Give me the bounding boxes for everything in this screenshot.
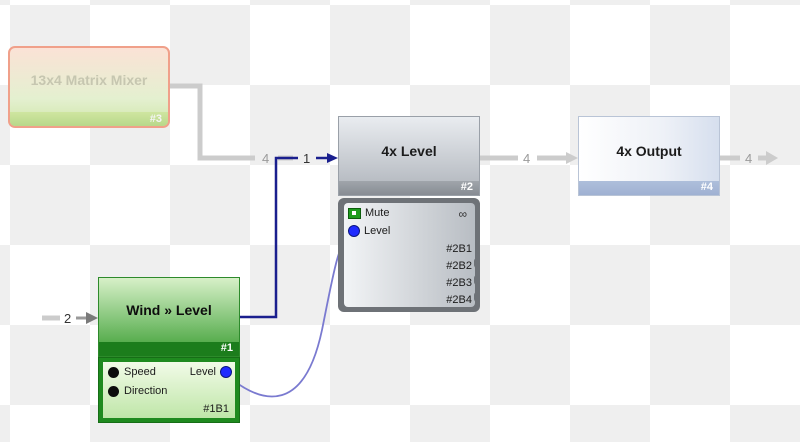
output-port-notch xyxy=(474,275,479,285)
level-output-3[interactable]: #2B3 xyxy=(446,277,472,289)
arrow-wind-to-level xyxy=(327,153,338,163)
mixer-number: #3 xyxy=(149,113,162,125)
output-number: #4 xyxy=(700,181,713,193)
level-param-panel-body: Mute ∞ Level #2B1 #2B2 #2B3 #2B4 xyxy=(344,203,479,307)
level-param-label: Level xyxy=(364,225,391,237)
output-title: 4x Output xyxy=(616,143,682,159)
wind-output-1[interactable]: #1B1 xyxy=(203,403,229,415)
wind-param-direction[interactable]: Direction xyxy=(108,385,167,397)
mixer-title: 13x4 Matrix Mixer xyxy=(30,72,148,88)
wind-level-node[interactable]: Wind » Level #1 xyxy=(98,277,240,357)
level-to-output-count: 4 xyxy=(523,151,530,166)
level-param-panel: Mute ∞ Level #2B1 #2B2 #2B3 #2B4 xyxy=(338,198,480,312)
link-icon[interactable]: ∞ xyxy=(458,207,467,221)
blue-port-dot-icon[interactable] xyxy=(220,366,232,378)
level-output-2[interactable]: #2B2 xyxy=(446,260,472,272)
output-footer xyxy=(579,181,719,195)
arrow-level-to-output xyxy=(566,152,578,164)
output-out-count: 4 xyxy=(745,151,752,166)
wind-param-level[interactable]: Level xyxy=(190,366,232,378)
output-port-notch xyxy=(474,258,479,268)
param-link-wind-level[interactable] xyxy=(221,232,351,398)
wind-param-panel-body: Speed Direction Level #1B1 xyxy=(103,362,235,418)
level-title: 4x Level xyxy=(381,143,437,159)
matrix-mixer-node[interactable]: 13x4 Matrix Mixer #3 xyxy=(8,46,170,128)
level-param-mute[interactable]: Mute xyxy=(348,207,389,219)
wind-to-level-count: 1 xyxy=(303,151,310,166)
wind-title: Wind » Level xyxy=(126,302,212,318)
blue-port-dot-icon[interactable] xyxy=(348,225,360,237)
direction-label: Direction xyxy=(124,385,168,397)
level-param-level[interactable]: Level xyxy=(348,225,390,237)
speed-label: Speed xyxy=(124,366,156,378)
mixer-to-level-count: 4 xyxy=(262,151,269,166)
level-footer xyxy=(339,181,479,195)
level-output-1[interactable]: #2B1 xyxy=(446,243,472,255)
speed-port-dot-icon[interactable] xyxy=(108,366,119,378)
level-output-4[interactable]: #2B4 xyxy=(446,294,472,306)
wind-param-speed[interactable]: Speed xyxy=(108,366,156,378)
wind-footer xyxy=(99,342,239,356)
wire-wind-to-level[interactable] xyxy=(240,156,298,319)
wind-number: #1 xyxy=(220,342,233,354)
direction-port-dot-icon[interactable] xyxy=(108,385,119,397)
wind-level-label: Level xyxy=(189,366,216,378)
arrow-output-out xyxy=(766,151,778,165)
level-number: #2 xyxy=(460,181,473,193)
arrow-wind-in xyxy=(86,312,98,324)
mute-label: Mute xyxy=(365,207,390,219)
mute-toggle-icon[interactable] xyxy=(348,207,361,219)
output-node[interactable]: 4x Output #4 xyxy=(578,116,720,196)
wire-mixer-to-level[interactable] xyxy=(170,83,255,161)
wind-in-count: 2 xyxy=(64,311,71,326)
wind-param-panel: Speed Direction Level #1B1 xyxy=(98,357,240,423)
level-node[interactable]: 4x Level #2 xyxy=(338,116,480,196)
output-port-notch xyxy=(474,292,479,302)
mixer-footer xyxy=(10,112,168,126)
